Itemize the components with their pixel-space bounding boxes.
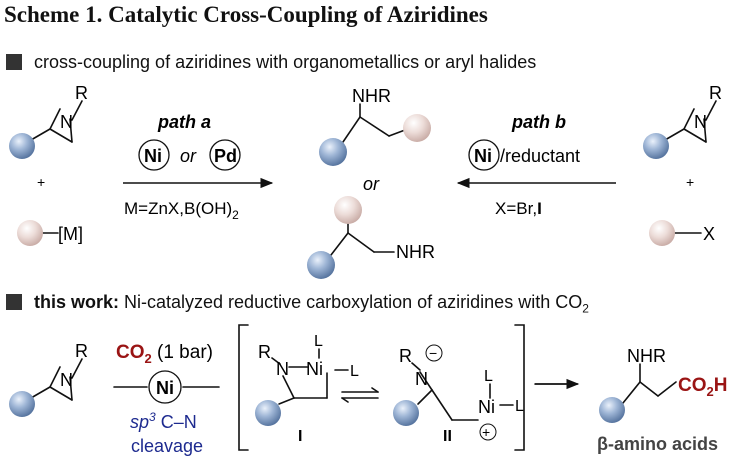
ligand-label: L [515, 398, 524, 415]
cn-text: C–N [156, 412, 197, 432]
ni-atom-label: Ni [306, 359, 323, 379]
conditions-b-main: X=Br, [495, 199, 537, 218]
ni-catalyst-icon [148, 370, 182, 404]
blue-sphere-icon [255, 400, 281, 426]
section-2-label-sub: 2 [582, 301, 589, 316]
pink-sphere-icon [649, 220, 675, 246]
halide-label: X [703, 224, 715, 244]
blue-sphere-icon [9, 133, 35, 159]
or-label: or [363, 174, 380, 194]
ligand-label: L [314, 333, 323, 350]
blue-sphere-icon [643, 133, 669, 159]
bullet-square-icon [6, 294, 22, 310]
blue-sphere-icon [599, 397, 625, 423]
r-label: R [709, 83, 722, 103]
minus-sign: − [429, 345, 437, 361]
pd-catalyst-icon [209, 139, 241, 171]
blue-sphere-icon [9, 391, 35, 417]
n-label: N [415, 369, 428, 389]
path-b-label: path b [511, 112, 566, 132]
plus-sign: + [686, 174, 694, 190]
pink-sphere-icon [403, 114, 431, 142]
ni-label: Ni [474, 146, 492, 166]
n-label: N [276, 359, 289, 379]
ni-catalyst-icon [468, 139, 500, 171]
ni-atom-label: Ni [478, 397, 495, 417]
conditions-a-sub: 2 [232, 208, 239, 222]
path-a-label: path a [157, 112, 211, 132]
co2h-sub: 2 [707, 384, 714, 399]
section-2-label-bold: this work: [34, 292, 120, 312]
section-2-label: Ni-catalyzed reductive carboxylation of … [119, 292, 583, 312]
co2-conditions: CO2 (1 bar) [116, 342, 213, 366]
nhr-label: NHR [396, 242, 435, 262]
intermediate-ii-label: II [443, 428, 452, 445]
blue-sphere-icon [307, 251, 335, 279]
blue-sphere-icon [393, 400, 419, 426]
beta-amino-acids-label: β-amino acids [597, 434, 718, 454]
section-2-heading: this work: Ni-catalyzed reductive carbox… [6, 292, 589, 316]
bullet-square-icon [6, 54, 22, 70]
ni-catalyst-icon [138, 139, 170, 171]
co2-rest: (1 bar) [152, 342, 213, 363]
reductant-label: /reductant [500, 146, 580, 166]
ni-label: Ni [144, 146, 162, 166]
section-1-label: cross-coupling of aziridines with organo… [34, 52, 537, 72]
pd-label: Pd [214, 146, 237, 166]
pink-sphere-icon [334, 196, 362, 224]
plus-charge: + [482, 424, 490, 440]
pink-sphere-icon [17, 220, 43, 246]
conditions-b: X=Br,I [495, 199, 542, 218]
sp-text: sp [130, 412, 149, 432]
or-label: or [180, 146, 197, 166]
r-label: R [399, 346, 412, 366]
nhr-label: NHR [352, 86, 391, 106]
co2h-h: H [714, 375, 728, 396]
blue-sphere-icon [319, 138, 347, 166]
sp3-label: sp3 C–N [130, 410, 197, 432]
co2h-main: CO [678, 375, 707, 396]
scheme-title: Scheme 1. Catalytic Cross-Coupling of Az… [4, 2, 488, 27]
conditions-a-main: M=ZnX,B(OH) [124, 199, 232, 218]
r-label: R [75, 83, 88, 103]
ligand-label: L [350, 363, 359, 380]
cleavage-label: cleavage [131, 436, 203, 456]
n-label: N [60, 112, 73, 132]
r-label: R [258, 342, 271, 362]
conditions-b-iodine: I [537, 199, 542, 218]
metal-label: [M] [58, 224, 83, 244]
ni-label: Ni [156, 378, 174, 398]
section-1-heading: cross-coupling of aziridines with organo… [6, 52, 536, 73]
positive-charge-icon [479, 423, 497, 441]
intermediate-i-label: I [298, 428, 302, 445]
r-label: R [75, 341, 88, 361]
negative-charge-icon [425, 344, 443, 362]
plus-sign: + [37, 174, 45, 190]
ligand-label: L [484, 368, 493, 385]
sp-sup: 3 [149, 410, 156, 424]
conditions-a: M=ZnX,B(OH)2 [124, 199, 239, 222]
co2-main: CO [116, 342, 145, 363]
n-label: N [60, 370, 73, 390]
co2-sub: 2 [145, 351, 152, 366]
co2h-label: CO2H [678, 375, 727, 399]
nhr-label: NHR [627, 346, 666, 366]
n-label: N [694, 112, 707, 132]
